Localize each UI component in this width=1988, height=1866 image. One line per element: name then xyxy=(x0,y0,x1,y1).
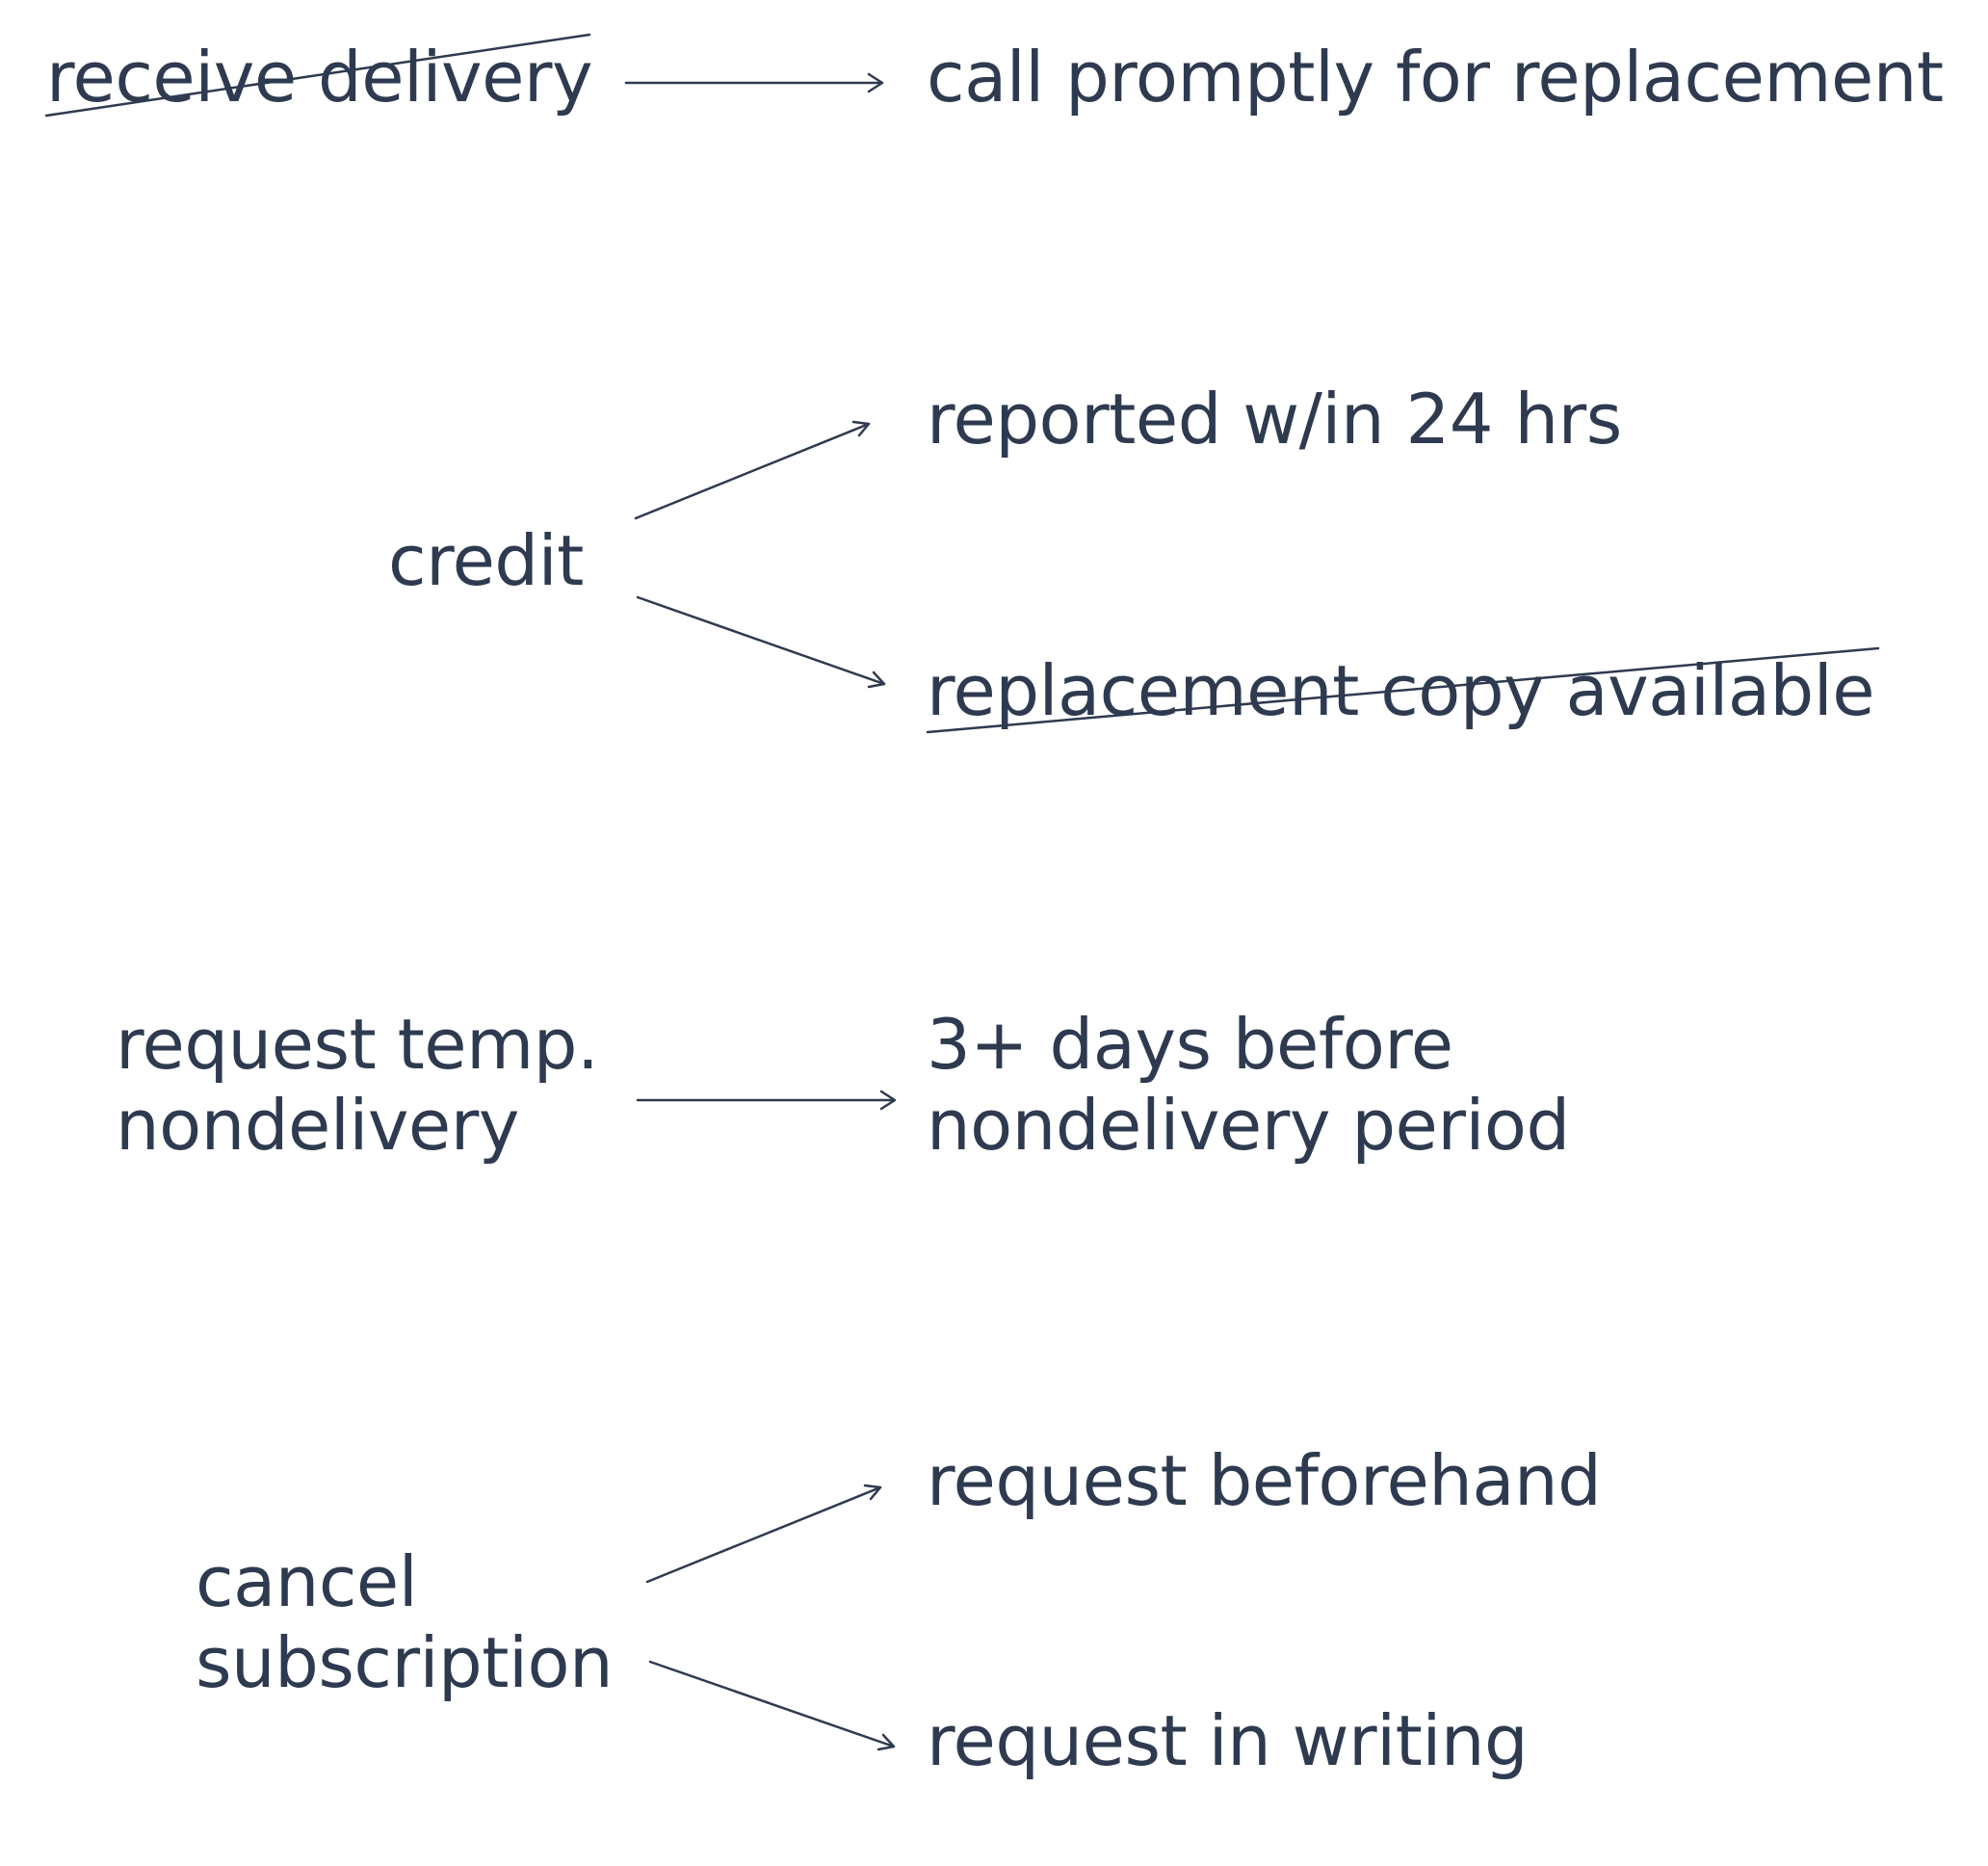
node-replacement-copy: replacement copy available xyxy=(927,650,1875,731)
node-reported-24hrs: reported w/in 24 hrs xyxy=(927,379,1622,460)
node-cancel-subscription: cancel subscription xyxy=(196,1541,614,1703)
node-3-days-line-2: nondelivery period xyxy=(927,1085,1570,1166)
node-3-days-before: 3+ days before nondelivery period xyxy=(927,1004,1570,1166)
node-cancel-line-1: cancel xyxy=(196,1541,418,1622)
node-call-promptly: call promptly for replacement xyxy=(927,37,1944,118)
arrow-nondelivery-to-days xyxy=(636,1090,897,1111)
arrow-credit-to-reported xyxy=(634,420,871,520)
node-request-temp-line-2: nondelivery xyxy=(116,1085,519,1166)
node-cancel-line-2: subscription xyxy=(196,1622,614,1703)
node-request-in-writing: request in writing xyxy=(927,1700,1529,1781)
node-receive-delivery: receive delivery xyxy=(46,37,593,118)
strikethrough-receive-delivery xyxy=(44,33,591,118)
arrow-receive-delivery-to-call xyxy=(624,72,884,93)
node-request-beforehand: request beforehand xyxy=(927,1440,1602,1521)
node-request-temp-line-1: request temp. xyxy=(116,1004,599,1085)
arrow-cancel-to-beforehand xyxy=(645,1484,882,1584)
node-credit: credit xyxy=(388,520,584,601)
strikethrough-replacement-copy xyxy=(926,646,1880,734)
node-3-days-line-1: 3+ days before xyxy=(927,1004,1453,1085)
arrow-credit-to-replacement xyxy=(636,595,886,689)
node-request-temp-nondelivery: request temp. nondelivery xyxy=(116,1004,599,1166)
arrow-cancel-to-writing xyxy=(648,1660,896,1751)
